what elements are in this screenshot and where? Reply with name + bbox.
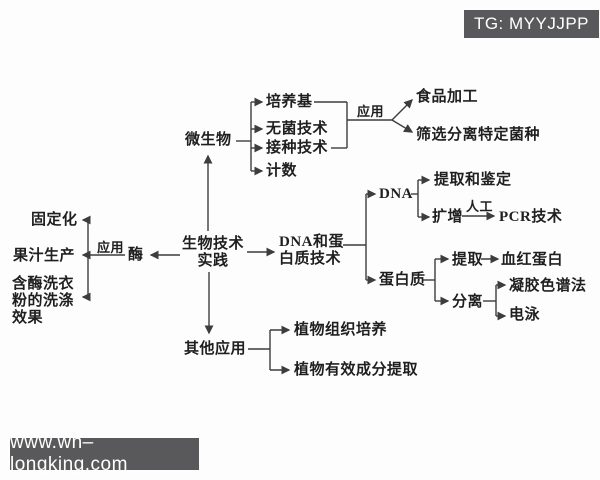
node-juice-production: 果汁生产 (13, 248, 76, 264)
node-biotech-practice: 生物技术 实践 (180, 236, 246, 270)
node-protein: 蛋白质 (379, 272, 426, 288)
node-hemoglobin: 血红蛋白 (501, 252, 564, 268)
node-food-processing: 食品加工 (416, 89, 479, 105)
node-dna: DNA (379, 186, 413, 202)
node-dna-protein-tech: DNA和蛋 白质技术 (279, 234, 344, 268)
node-enzyme-detergent-effect-line3: 效果 (12, 309, 44, 326)
node-amplification: 扩增 (432, 209, 464, 225)
label-application-left: 应用 (97, 240, 125, 255)
node-dna-protein-tech-line2: 白质技术 (279, 250, 342, 267)
node-biotech-practice-line2: 实践 (197, 252, 229, 269)
node-counting: 计数 (266, 163, 298, 179)
node-aseptic-technique: 无菌技术 (266, 121, 329, 137)
node-gel-chromatography: 凝胶色谱法 (509, 278, 587, 294)
site-watermark: www.wh–longking.com (10, 432, 199, 475)
tg-watermark: TG: MYYJJPP (464, 10, 599, 38)
node-culture-medium: 培养基 (266, 94, 313, 110)
node-plant-active-ingredient-extraction: 植物有效成分提取 (294, 362, 419, 378)
node-biotech-practice-line1: 生物技术 (181, 236, 244, 252)
node-other-applications: 其他应用 (184, 341, 247, 357)
label-application-top: 应用 (357, 104, 385, 119)
label-artificial: 人工 (466, 199, 494, 214)
node-screening-isolating-strains: 筛选分离特定菌种 (416, 127, 541, 143)
node-extraction-identification: 提取和鉴定 (434, 172, 512, 188)
node-inoculation-technique: 接种技术 (266, 140, 329, 156)
node-pcr-technique: PCR技术 (499, 209, 563, 225)
node-enzyme: 酶 (128, 247, 144, 263)
node-enzyme-detergent-effect: 含酶洗衣 粉的洗涤 效果 (12, 276, 74, 326)
node-microbiology: 微生物 (185, 132, 232, 148)
node-plant-tissue-culture: 植物组织培养 (294, 322, 388, 338)
node-electrophoresis: 电泳 (509, 307, 541, 323)
node-immobilization: 固定化 (31, 212, 78, 228)
node-protein-extraction: 提取 (452, 252, 484, 268)
node-enzyme-detergent-effect-line1: 含酶洗衣 (12, 276, 75, 292)
node-enzyme-detergent-effect-line2: 粉的洗涤 (12, 292, 75, 309)
node-protein-separation: 分离 (452, 294, 484, 310)
node-dna-protein-tech-line1: DNA和蛋 (279, 234, 344, 250)
